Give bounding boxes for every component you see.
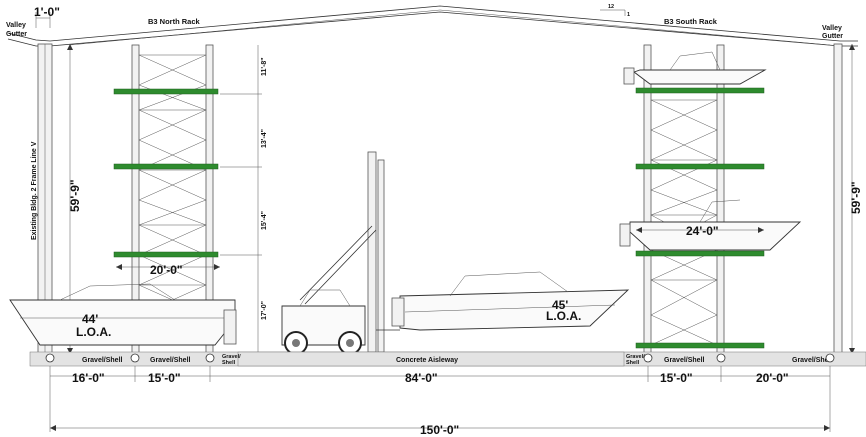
right-boat-loa-2: L.O.A. [546,309,581,323]
level-spacing-2: 13'-4" [261,129,268,148]
forklift [281,151,400,355]
south-rack-beams [635,87,765,349]
valley-gutter-left-line1: Valley [6,22,26,29]
north-rack-title: B3 North Rack [148,17,201,26]
gutter-dimension: 1'-0" [34,5,60,28]
left-boat-loa-1: 44' [82,312,98,326]
valley-gutter-right-line2: Gutter [822,33,843,40]
ground-slab [29,351,866,367]
dim-segment-4: 15'-0" [660,371,693,385]
ground-gravel-1: Gravel/Shell [82,357,123,364]
south-beam-4 [635,342,765,349]
valley-gutter-right-line1: Valley [822,25,842,32]
boat-right-ground [391,271,630,331]
valley-gutter-left-line2: Gutter [6,31,27,38]
south-rack-title: B3 South Rack [664,17,718,26]
dim-segment-5: 20'-0" [756,371,789,385]
dim-segment-2: 15'-0" [148,371,181,385]
gutter-width-label: 1'-0" [34,5,60,19]
level-spacing-1: 11'-8" [261,57,268,76]
dim-segment-1: 16'-0" [72,371,105,385]
boat-south-middle [619,199,802,251]
right-height-label: 59'-9" [849,181,863,214]
south-beam-3 [635,250,765,257]
south-beam-2 [635,163,765,170]
bottom-dimension-lines [49,366,831,432]
existing-building-label: Existing Bldg. 2 Frame Line V [31,141,38,240]
ground-gravel-small-right-2: Shell [626,360,640,366]
right-boat-loa-1: 45' [552,298,568,312]
north-beam-2 [113,163,219,170]
south-rack-width-label: 24'-0" [686,224,719,238]
column-footings [45,353,835,363]
level-spacing-3: 15'-4" [261,211,268,230]
left-height-label: 59'-9" [68,179,82,212]
north-rack-width-dimension [116,264,220,270]
ground-gravel-small-left-1: Gravel/ [222,354,241,360]
pitch-rise: 12 [608,4,614,10]
north-rack-width-label: 20'-0" [150,263,183,277]
ground-gravel-small-right-1: Gravel/ [626,354,645,360]
ground-gravel-4: Gravel/Shell [792,357,833,364]
dim-segment-3: 84'-0" [405,371,438,385]
roof-pitch-symbol: 12 1 [600,4,630,18]
level-spacing-4: 17'-0" [261,301,268,320]
boat-south-top [623,51,767,85]
ground-gravel-small-left-2: Shell [222,360,236,366]
ground-aisleway: Concrete Aisleway [396,357,458,364]
north-rack-beams [113,88,219,258]
ground-gravel-2: Gravel/Shell [150,357,191,364]
dim-total: 150'-0" [420,423,459,437]
boat-left-ground [9,283,237,346]
south-beam-1 [635,87,765,94]
ground-gravel-3: Gravel/Shell [664,357,705,364]
roof-outline [7,5,858,47]
left-boat-loa-2: L.O.A. [76,325,111,339]
north-beam-1 [113,88,219,95]
pitch-run: 1 [627,12,630,18]
north-beam-3 [113,251,219,258]
